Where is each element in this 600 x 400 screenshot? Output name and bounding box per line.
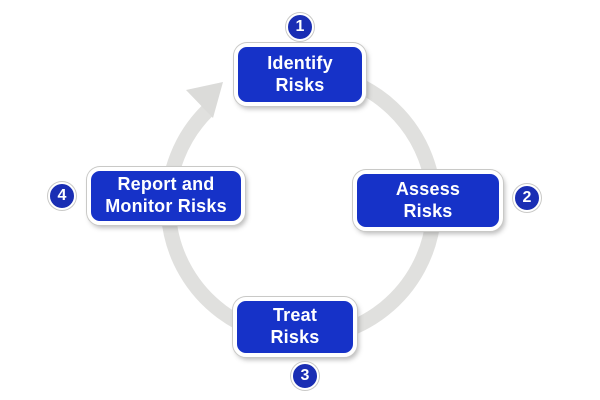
- step-label-line: Risks: [275, 74, 325, 95]
- step-number-badge-3: 3: [291, 362, 319, 390]
- step-box-assess-risks: Assess Risks: [353, 170, 503, 231]
- step-box-report-and-monitor-risks: Report and Monitor Risks: [87, 167, 245, 225]
- step-label-line: Treat: [272, 305, 318, 326]
- step-box-identify-risks: Identify Risks: [234, 43, 366, 106]
- step-number-badge-2: 2: [513, 184, 541, 212]
- step-label-line: Identify: [267, 52, 333, 73]
- step-label-line: Risks: [403, 200, 453, 221]
- step-label-line: Report and: [117, 174, 215, 195]
- step-label-line: Monitor Risks: [105, 196, 227, 216]
- step-number-badge-4: 4: [48, 182, 76, 210]
- step-number-badge-1: 1: [286, 13, 314, 41]
- step-label-line: Assess: [395, 178, 461, 199]
- cycle-arrowhead-icon: [186, 82, 223, 118]
- step-label-line: Risks: [270, 327, 320, 347]
- step-box-treat-risks: Treat Risks: [233, 297, 357, 357]
